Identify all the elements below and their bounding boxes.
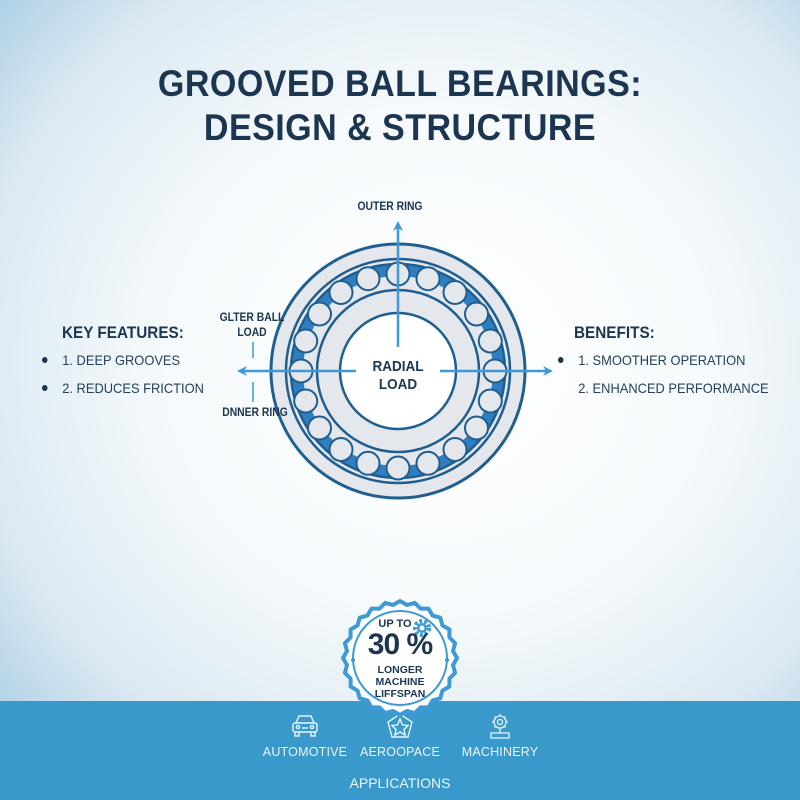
lifespan-badge — [341, 599, 459, 717]
key-features-heading: KEY FEATURES: — [62, 323, 184, 342]
applications-title: APPLICATIONS — [349, 775, 451, 791]
label-glter-ball-load: GLTER BALL LOAD — [219, 312, 285, 339]
bearing-balls — [288, 261, 508, 481]
title-line-1: GROOVED BALL BEARINGS: — [157, 63, 643, 104]
key-feature-item: 2. REDUCES FRICTION — [42, 374, 204, 402]
benefits-heading: BENEFITS: — [574, 323, 655, 342]
label-inner-ring: DNNER RING — [222, 407, 288, 419]
benefit-item: 1. SMOOTHER OPERATION — [558, 346, 769, 374]
badge-text: UP TO 30 % LONGER MACHINE LIFFSPAN — [340, 598, 460, 718]
car-icon — [292, 715, 318, 737]
applications-footer: AUTOMOTIVE AEROOPACE MACHINERY APPLICATI… — [0, 701, 800, 800]
benefit-item: 2. ENHANCED PERFORMANCE — [578, 380, 769, 396]
label-outer-ring: OUTER RING — [357, 201, 423, 213]
badge-line-3: LIFFSPAN — [374, 688, 426, 700]
page-title: GROOVED BALL BEARINGS: DESIGN & STRUCTUR… — [32, 62, 768, 150]
badge-line-2: MACHINE — [375, 676, 425, 688]
gear-icon — [413, 619, 431, 637]
application-aerospace: AEROOPACE — [340, 713, 460, 759]
badge-prefix: UP TO — [378, 618, 412, 630]
gear-machine-icon — [490, 714, 510, 739]
key-feature-item: 1. DEEP GROOVES — [42, 346, 204, 374]
title-line-2: DESIGN & STRUCTURE — [203, 107, 597, 148]
star-badge-icon — [387, 713, 413, 738]
label-radial-load: RADIAL LOAD — [372, 358, 424, 393]
badge-line-1: LONGER — [377, 664, 423, 676]
benefits-list: 1. SMOOTHER OPERATION 2. ENHANCED PERFOR… — [558, 346, 769, 402]
bearing-inner-ring — [315, 288, 481, 454]
badge-value: 30 % — [367, 628, 433, 661]
application-machinery: MACHINERY — [440, 713, 560, 759]
key-features-list: 1. DEEP GROOVES 2. REDUCES FRICTION — [42, 346, 204, 402]
application-automotive: AUTOMOTIVE — [245, 713, 365, 759]
